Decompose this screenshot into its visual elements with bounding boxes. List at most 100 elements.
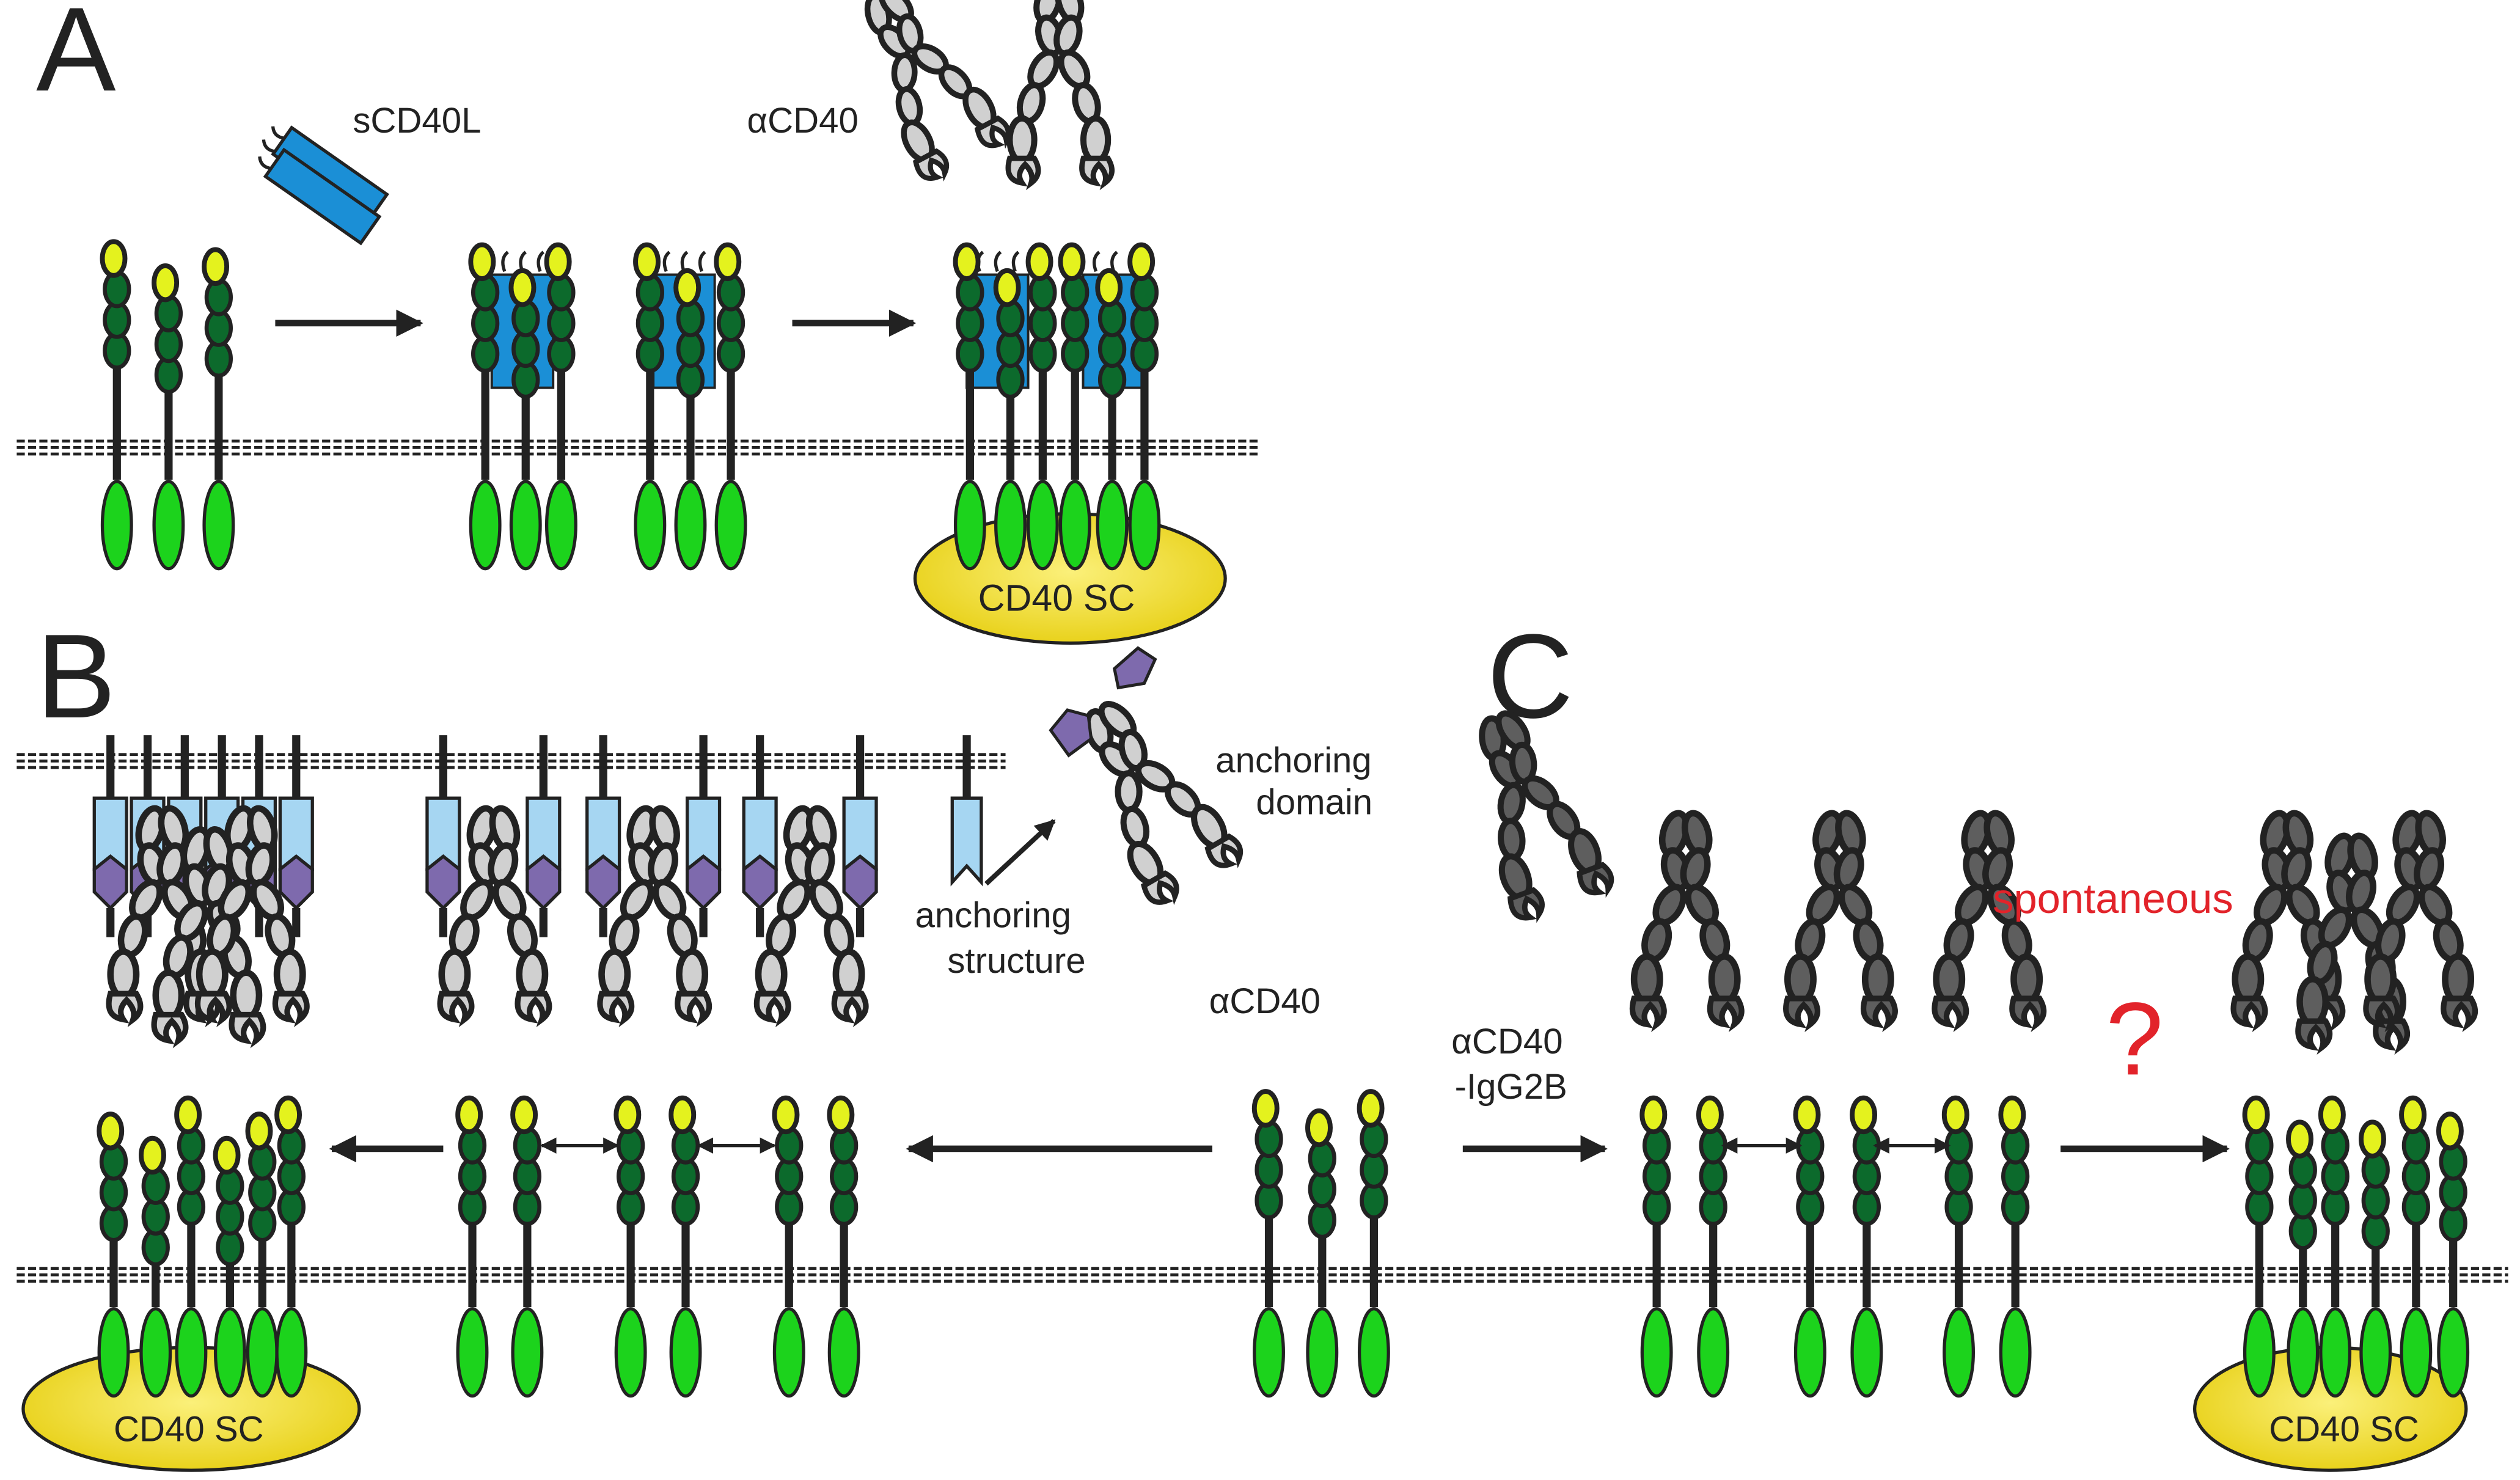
anchoring-pointer-arrow bbox=[984, 819, 1056, 886]
cd40-receptor bbox=[213, 1135, 246, 1398]
cd40-receptor bbox=[174, 1095, 208, 1398]
cd40-receptor bbox=[1639, 1095, 1673, 1398]
panel-a: A CD40 SC sCD40L bbox=[16, 0, 1258, 645]
cd40-receptor bbox=[2436, 1112, 2470, 1398]
anchor bbox=[526, 735, 562, 937]
anchoring-domain-label-2: domain bbox=[1256, 783, 1372, 822]
cd40-receptor bbox=[993, 268, 1027, 571]
cd40-sc-label-c: CD40 SC bbox=[2269, 1410, 2419, 1449]
scd40l-ligand bbox=[258, 125, 389, 246]
cd40-receptor bbox=[2358, 1119, 2392, 1398]
cd40-receptor bbox=[2242, 1095, 2276, 1398]
anchor bbox=[742, 735, 778, 937]
cd40-receptor bbox=[274, 1095, 308, 1398]
cd40-receptor bbox=[1941, 1095, 1976, 1398]
scd40l-label: sCD40L bbox=[353, 101, 481, 141]
cd40-receptor bbox=[508, 268, 542, 571]
acd40-label-b: αCD40 bbox=[1209, 981, 1320, 1021]
cd40-sc-label-a: CD40 SC bbox=[978, 577, 1135, 618]
receptor-group-c-pair-1 bbox=[1639, 1095, 1730, 1398]
question-mark: ? bbox=[2106, 981, 2163, 1096]
acd40-antibody-b-1 bbox=[437, 805, 552, 1028]
cd40-receptor bbox=[633, 242, 667, 571]
cd40-receptor bbox=[1251, 1089, 1285, 1398]
anchor-group-b-pair-3 bbox=[742, 735, 878, 937]
cd40-receptor bbox=[1998, 1095, 2032, 1398]
cd40-receptor bbox=[1058, 242, 1091, 571]
acd40-label-a: αCD40 bbox=[747, 101, 858, 141]
membrane-bottom bbox=[16, 1267, 2508, 1283]
anchor-group-b-pair-2 bbox=[585, 735, 722, 937]
receptor-group-c-pair-2 bbox=[1793, 1095, 1883, 1398]
anchoring-domain-label-1: anchoring bbox=[1215, 741, 1371, 780]
anchoring-structure-label-1: anchoring bbox=[915, 896, 1071, 936]
receptor-group-center bbox=[1251, 1089, 1390, 1398]
acd40-igg2b-label-2: -IgG2B bbox=[1455, 1067, 1567, 1107]
acd40-antibody-a-floating bbox=[864, 0, 1011, 182]
spontaneous-label: spontaneous bbox=[1993, 875, 2233, 922]
anchor-group-b-pair-1 bbox=[425, 735, 562, 937]
cd40-receptor bbox=[510, 1095, 544, 1398]
cd40-receptor bbox=[2286, 1119, 2320, 1398]
panel-b-label: B bbox=[36, 610, 116, 743]
receptor-group-a-ligand-1 bbox=[468, 242, 577, 571]
acd40-igg2b-bound-2 bbox=[1783, 810, 1898, 1032]
cd40-receptor bbox=[1305, 1108, 1339, 1398]
cd40-receptor bbox=[245, 1112, 279, 1398]
cd40-receptor bbox=[455, 1095, 489, 1398]
cd40-sc-label-b: CD40 SC bbox=[114, 1410, 264, 1449]
cd40-receptor bbox=[827, 1095, 860, 1398]
anchoring-structure-label-2: structure bbox=[947, 941, 1085, 981]
cd40-receptor bbox=[668, 1095, 702, 1398]
cd40-receptor bbox=[152, 263, 185, 571]
receptor-group-b-pair-1 bbox=[455, 1095, 544, 1398]
cd40-receptor bbox=[1696, 1095, 1730, 1398]
anchor bbox=[425, 735, 461, 937]
acd40-igg2b-bound-1 bbox=[1629, 810, 1745, 1032]
cd40-receptor bbox=[1025, 242, 1059, 571]
cd40-receptor bbox=[673, 268, 707, 571]
cd40-receptor bbox=[2318, 1095, 2352, 1398]
receptor-group-a-free bbox=[100, 239, 235, 571]
cd40-receptor bbox=[772, 1095, 805, 1398]
acd40-antibody-b-3 bbox=[753, 805, 869, 1028]
acd40-antibody-b-2 bbox=[597, 805, 712, 1028]
receptor-group-b-cluster bbox=[97, 1095, 308, 1398]
anchor bbox=[686, 735, 722, 937]
receptor-group-c-pair-3 bbox=[1941, 1095, 2032, 1398]
anchor bbox=[278, 735, 314, 937]
anchor bbox=[585, 735, 621, 937]
cd40-receptor bbox=[1127, 242, 1161, 571]
panel-b: B CD40 SC bbox=[16, 610, 2508, 1472]
acd40-igg2b-bound-3 bbox=[1932, 810, 2047, 1032]
cd40-receptor bbox=[100, 239, 133, 571]
receptor-group-c-cluster bbox=[2242, 1095, 2470, 1398]
cd40-receptor bbox=[1793, 1095, 1826, 1398]
anchor bbox=[92, 735, 128, 937]
acd40-antibody-b-free bbox=[1049, 646, 1244, 906]
cd40-receptor bbox=[1850, 1095, 1883, 1398]
cd40-receptor bbox=[953, 242, 986, 571]
anchor bbox=[950, 735, 983, 887]
anchoring-structure bbox=[950, 735, 983, 887]
anchor bbox=[842, 735, 878, 937]
cd40-receptor bbox=[97, 1112, 130, 1398]
membrane-a bbox=[16, 439, 1258, 456]
cd40-receptor bbox=[1357, 1089, 1390, 1398]
cd40-receptor bbox=[468, 242, 502, 571]
acd40-antibody-a-bound bbox=[1005, 0, 1115, 191]
cd40-receptor bbox=[1095, 268, 1129, 571]
cd40-receptor bbox=[2399, 1095, 2433, 1398]
receptor-group-b-pair-3 bbox=[772, 1095, 860, 1398]
receptor-group-a-cluster bbox=[953, 242, 1161, 571]
acd40-igg2b-cluster-2 bbox=[2295, 832, 2411, 1055]
acd40-igg2b-antibody-free bbox=[1479, 710, 1614, 923]
cd40-receptor bbox=[614, 1095, 647, 1398]
receptor-group-a-ligand-2 bbox=[633, 242, 747, 571]
cd40-receptor bbox=[544, 242, 577, 571]
cd40-receptor bbox=[714, 242, 747, 571]
cd40-receptor bbox=[202, 247, 235, 571]
panel-c: C αCD40 -IgG2B spontaneous ? CD40 SC bbox=[1451, 610, 2478, 1472]
acd40-igg2b-cluster-3 bbox=[2363, 810, 2478, 1032]
